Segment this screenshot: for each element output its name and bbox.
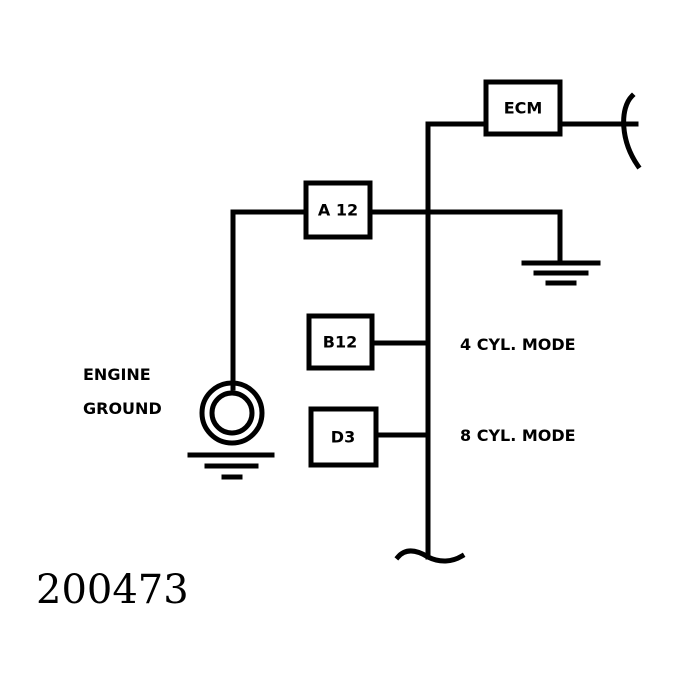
b12-label: B12	[323, 333, 357, 352]
a12-box	[303, 180, 373, 240]
engine-ground-icon	[187, 452, 275, 480]
chassis-ground-icon	[521, 260, 601, 286]
engine-label: ENGINE	[83, 365, 151, 384]
ecm-label: ECM	[504, 99, 543, 118]
d3-box	[308, 406, 379, 468]
ecm-module: ECM	[483, 79, 563, 137]
b12-connector: B12	[306, 313, 375, 371]
mode-8cyl-label: 8 CYL. MODE	[460, 426, 576, 445]
a12-label: A 12	[318, 201, 358, 220]
mode-4cyl-label: 4 CYL. MODE	[460, 335, 576, 354]
ecm-break-mark	[621, 92, 642, 170]
engine-ground-terminal-icon	[199, 380, 265, 446]
d3-connector: D3	[308, 406, 379, 468]
b12-box	[306, 313, 375, 371]
a12-connector: A 12	[303, 180, 373, 240]
d3-label: D3	[331, 428, 355, 447]
ground-label: GROUND	[83, 399, 162, 418]
ecm-box	[483, 79, 563, 137]
figure-number: 200473	[36, 567, 189, 613]
bus-break-mark	[394, 548, 466, 564]
